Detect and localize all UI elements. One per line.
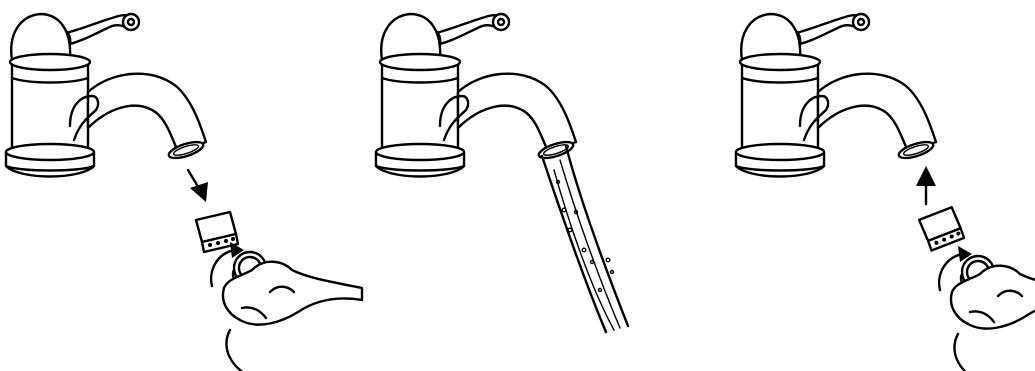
aerator-icon — [918, 206, 965, 251]
faucet-icon — [6, 14, 206, 177]
faucet-icon — [736, 14, 936, 177]
panel-2-flush — [376, 14, 628, 332]
up-arrow-icon — [916, 166, 936, 204]
hand-icon — [211, 242, 362, 371]
panel-1-unscrew — [6, 14, 362, 371]
down-arrow-icon — [188, 170, 208, 202]
panel-3-screw-back — [736, 14, 1035, 371]
water-stream-icon — [542, 146, 628, 332]
hand-icon — [939, 246, 1035, 371]
faucet-icon — [376, 14, 576, 177]
